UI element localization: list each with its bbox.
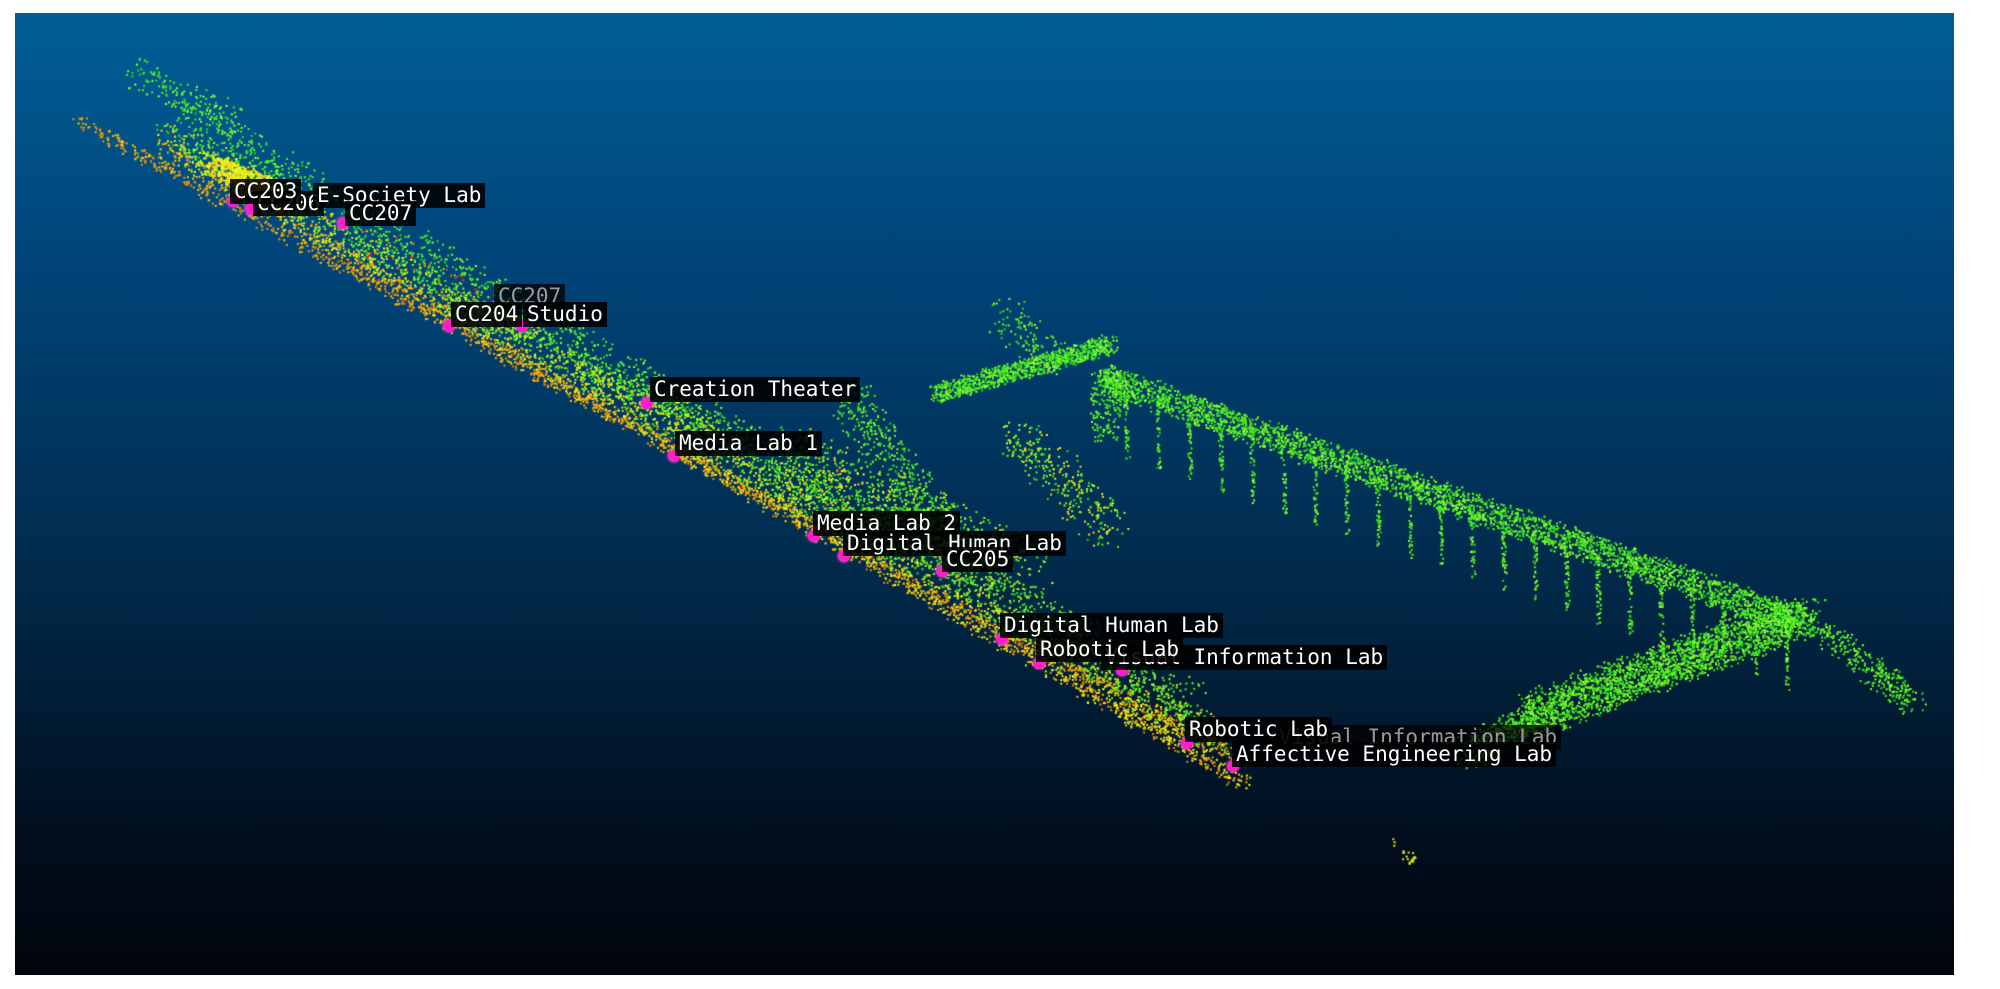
label-studio: Studio bbox=[523, 302, 607, 327]
label-cc204: CC204 bbox=[451, 302, 523, 327]
label-cc207a: CC207 bbox=[345, 201, 417, 226]
label-cc203: CC203 bbox=[230, 179, 302, 204]
label-robotic-lab-1: Robotic Lab bbox=[1036, 637, 1184, 662]
point-cloud-viewport[interactable]: CC207 CC206 CC203 E-Society Lab CC207 CC… bbox=[15, 13, 1954, 975]
label-affective-engineering-lab: Affective Engineering Lab bbox=[1232, 742, 1557, 767]
label-digital-human-lab-2: Digital Human Lab bbox=[1000, 613, 1223, 638]
point-cloud-canvas[interactable] bbox=[15, 13, 1954, 975]
label-media-lab-1: Media Lab 1 bbox=[675, 431, 823, 456]
label-creation-theater: Creation Theater bbox=[650, 377, 861, 402]
label-robotic-lab-2: Robotic Lab bbox=[1185, 717, 1333, 742]
label-cc205: CC205 bbox=[942, 547, 1014, 572]
